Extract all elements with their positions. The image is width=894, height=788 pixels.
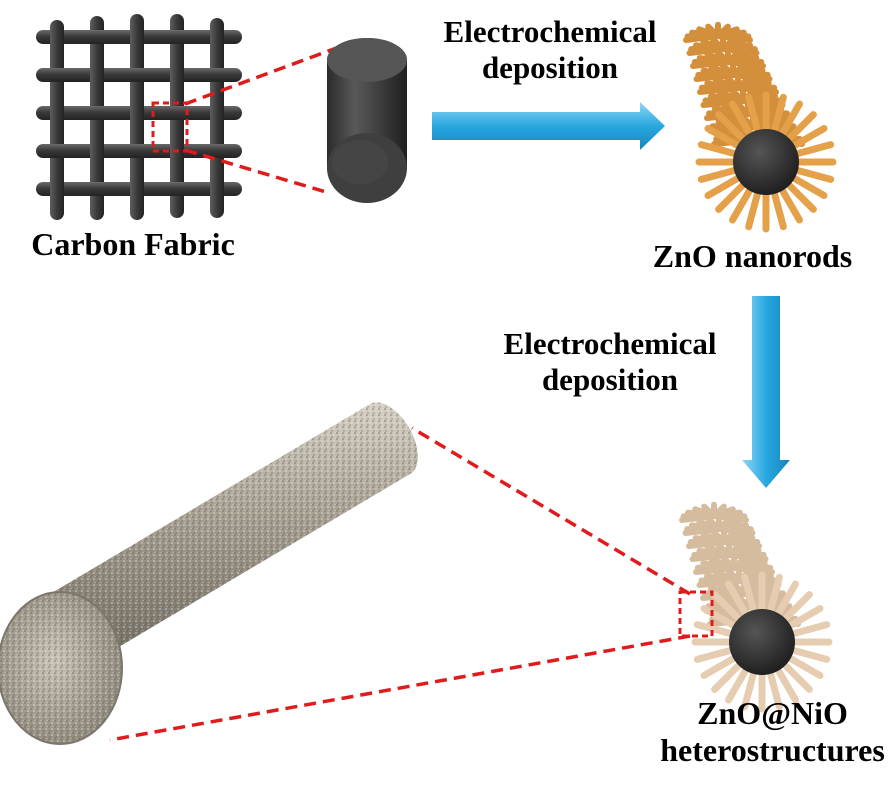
nanorod xyxy=(716,526,756,536)
nanorod xyxy=(787,655,824,679)
nio-coated-fiber-closeup xyxy=(0,402,418,745)
label-hetero-line2: heterostructures xyxy=(660,731,885,768)
nanorod xyxy=(794,141,835,157)
nanorod xyxy=(693,647,734,663)
label-step1-line1: Electrochemical xyxy=(443,14,657,49)
nanorod xyxy=(700,605,737,629)
label-step2: Electrochemical deposition xyxy=(465,326,755,397)
nanorod xyxy=(785,181,817,213)
nanorod xyxy=(745,93,761,134)
nanorod xyxy=(725,59,766,69)
nanorod xyxy=(745,190,761,231)
nanorod xyxy=(779,187,803,224)
label-carbon-fabric: Carbon Fabric xyxy=(8,226,258,263)
nanorod xyxy=(790,647,831,663)
label-heterostructures: ZnO@NiO heterostructures xyxy=(655,695,890,769)
label-step2-line1: Electrochemical xyxy=(503,326,717,361)
nanorod xyxy=(720,46,760,56)
label-step2-line2: deposition xyxy=(541,361,679,397)
nanorod xyxy=(730,72,773,82)
nanorod xyxy=(791,125,828,149)
nanorod xyxy=(725,580,749,617)
hetero-zoom-lines xyxy=(109,426,691,742)
nanorod xyxy=(775,580,799,617)
nanorod xyxy=(715,181,747,213)
arrow-step2 xyxy=(742,296,790,488)
nanorod xyxy=(741,573,757,614)
nanorod xyxy=(711,513,749,523)
nanorod xyxy=(771,190,787,231)
nanorod xyxy=(711,661,743,693)
nanorod xyxy=(721,539,762,549)
nanorod xyxy=(781,661,813,693)
nanorod xyxy=(781,591,813,623)
nanorod xyxy=(697,167,738,183)
nanorod xyxy=(697,141,738,157)
label-zno-nanorods-text: ZnO nanorods xyxy=(652,238,853,274)
zno-nio-structure xyxy=(679,501,833,713)
nanorod xyxy=(790,621,831,637)
label-step1: Electrochemical deposition xyxy=(405,14,695,85)
nanorod xyxy=(729,187,753,224)
nanorod xyxy=(771,93,787,134)
carbon-fabric-weave xyxy=(36,14,242,220)
nanorod xyxy=(794,167,835,183)
label-carbon-fabric-text: Carbon Fabric xyxy=(31,226,235,262)
single-carbon-fiber xyxy=(327,38,407,203)
nanorod xyxy=(700,655,737,679)
nanorod xyxy=(715,33,753,43)
nanorod xyxy=(787,605,824,629)
nanorod xyxy=(693,621,734,637)
arrow-step1 xyxy=(432,102,665,150)
nanorod xyxy=(775,667,799,704)
nanorod xyxy=(767,670,783,711)
nanorod xyxy=(711,591,743,623)
label-zno-nanorods: ZnO nanorods xyxy=(620,238,885,275)
nanorod xyxy=(785,111,817,143)
fabric-zoom-box xyxy=(151,101,189,153)
fiber-zoom-lines xyxy=(184,38,359,194)
nanorod xyxy=(726,552,769,562)
nanorod xyxy=(704,175,741,199)
nanorod xyxy=(704,125,741,149)
nanorod xyxy=(779,100,803,137)
zno-nanorods-structure xyxy=(683,21,837,233)
carbon-core xyxy=(729,609,795,675)
nanorod xyxy=(715,111,747,143)
label-step1-line2: deposition xyxy=(481,49,619,85)
nanorod xyxy=(725,667,749,704)
nanorod xyxy=(731,565,775,575)
nanorod xyxy=(791,175,828,199)
label-hetero-line1: ZnO@NiO xyxy=(697,695,848,731)
hetero-zoom-box xyxy=(678,590,714,638)
nanorod xyxy=(735,85,779,95)
carbon-core xyxy=(733,129,799,195)
nanorod xyxy=(767,573,783,614)
nanorod xyxy=(741,670,757,711)
nanorod xyxy=(729,100,753,137)
